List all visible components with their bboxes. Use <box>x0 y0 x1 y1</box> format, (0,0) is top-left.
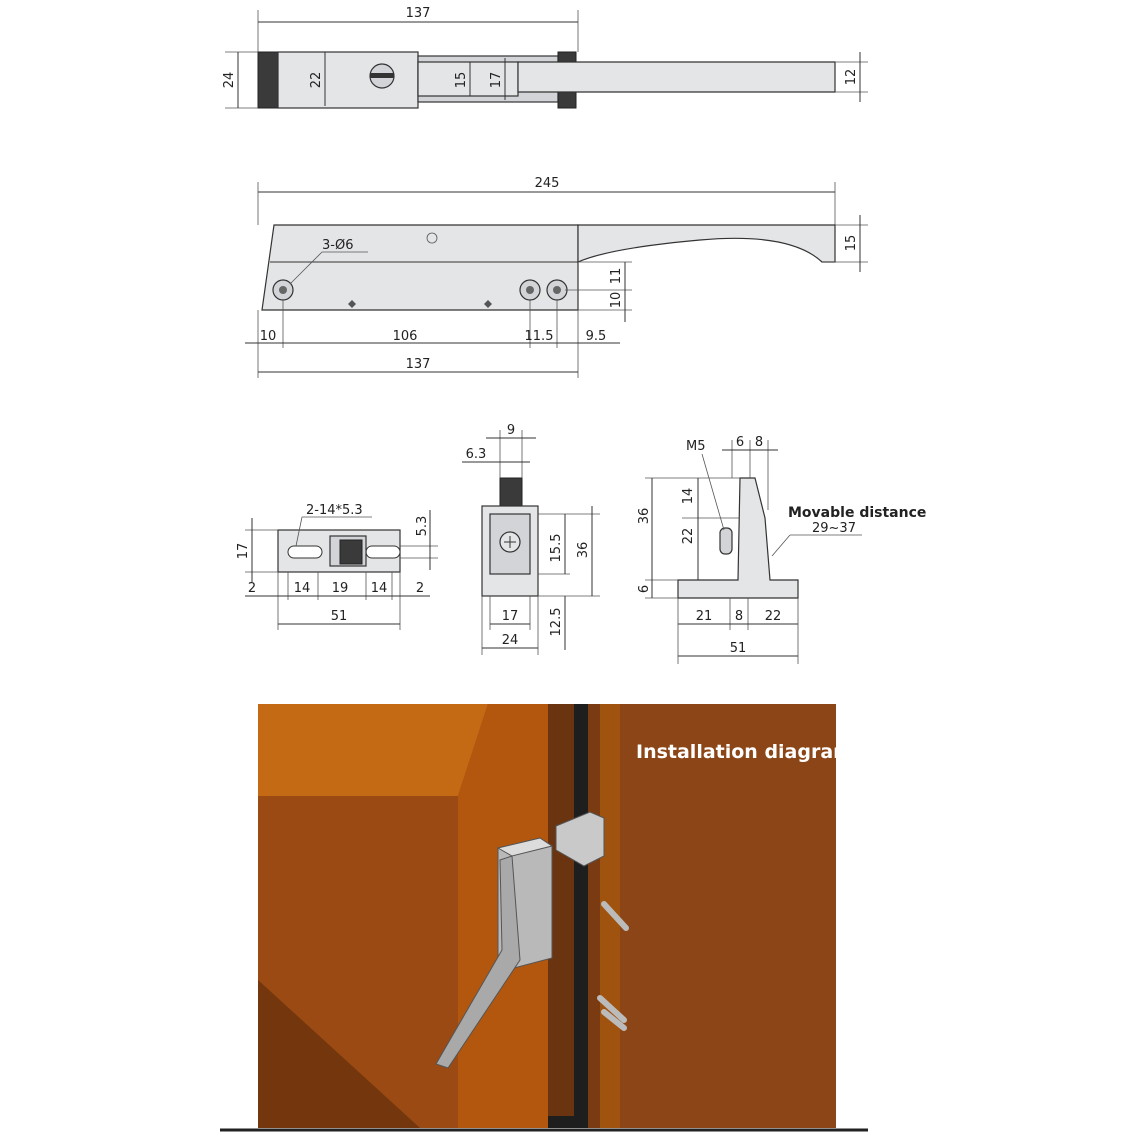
dim-137-bottom: 137 <box>406 357 431 372</box>
dim-9: 9 <box>507 423 515 438</box>
dim-21: 21 <box>696 609 713 624</box>
dim-24-base: 24 <box>502 633 519 648</box>
dim-15-handle: 15 <box>844 235 859 252</box>
dim-12: 12 <box>844 69 859 86</box>
dim-22-end: 22 <box>681 528 696 545</box>
dim-9-5: 9.5 <box>586 329 607 344</box>
dim-6-base: 6 <box>637 585 652 593</box>
dim-10: 10 <box>609 292 624 309</box>
dim-6-3: 6.3 <box>466 447 487 462</box>
movable-distance-label: Movable distance <box>788 505 926 521</box>
dim-15-5: 15.5 <box>549 534 564 563</box>
dim-22-base: 22 <box>765 609 782 624</box>
holes-callout: 3-Ø6 <box>322 238 353 253</box>
dim-15: 15 <box>454 72 469 89</box>
latch-body-top <box>277 51 419 109</box>
dim-36-end: 36 <box>637 508 652 525</box>
dim-14-b: 14 <box>371 581 388 596</box>
dim-2-a: 2 <box>248 581 256 596</box>
end-cap <box>257 51 279 109</box>
handle-installed <box>435 855 521 1069</box>
handle-arm-side <box>577 224 836 263</box>
dim-top-137: 137 <box>406 6 431 21</box>
dim-51-end: 51 <box>730 641 747 656</box>
slot-callout: 2-14*5.3 <box>306 503 363 518</box>
screw-icon <box>597 901 629 1031</box>
dim-19: 19 <box>332 581 349 596</box>
dim-245: 245 <box>535 176 560 191</box>
top-view: 137 24 22 15 17 12 <box>222 6 868 109</box>
dim-6: 6 <box>736 435 744 450</box>
dim-17: 17 <box>489 72 504 89</box>
installation-title: Installation diagram <box>636 741 853 763</box>
strike-side-view: 9 6.3 15.5 36 12.5 17 24 <box>462 423 600 655</box>
movable-distance-range: 29~37 <box>812 521 856 536</box>
dim-10-left: 10 <box>260 329 277 344</box>
strike-end-view: M5 6 8 36 6 14 22 Movable distance 29~37… <box>637 435 926 664</box>
dim-106: 106 <box>393 329 418 344</box>
dim-24: 24 <box>222 72 237 89</box>
dim-22: 22 <box>309 72 324 89</box>
dim-36-side: 36 <box>576 542 591 559</box>
strike-installed <box>555 811 605 867</box>
dim-11-5: 11.5 <box>525 329 554 344</box>
dim-12-5: 12.5 <box>549 608 564 637</box>
door-top <box>258 704 488 796</box>
strike-front-view: 2-14*5.3 17 5.3 2 14 19 14 2 51 <box>236 503 438 630</box>
dim-11: 11 <box>609 268 624 285</box>
dim-5-3: 5.3 <box>415 516 430 537</box>
dim-14-end: 14 <box>681 488 696 505</box>
strike-bracket-end <box>677 477 799 599</box>
dim-17-strike: 17 <box>236 543 251 560</box>
side-view: 245 3-Ø6 15 11 10 <box>245 176 868 378</box>
screw-size-label: M5 <box>686 439 706 454</box>
dim-8-base: 8 <box>735 609 743 624</box>
dim-14-a: 14 <box>294 581 311 596</box>
handle-arm-top <box>517 61 836 93</box>
dim-8-top: 8 <box>755 435 763 450</box>
installation-diagram: Installation diagram <box>258 704 853 1128</box>
dim-17-base: 17 <box>502 609 519 624</box>
dim-2-b: 2 <box>416 581 424 596</box>
dim-51-front: 51 <box>331 609 348 624</box>
